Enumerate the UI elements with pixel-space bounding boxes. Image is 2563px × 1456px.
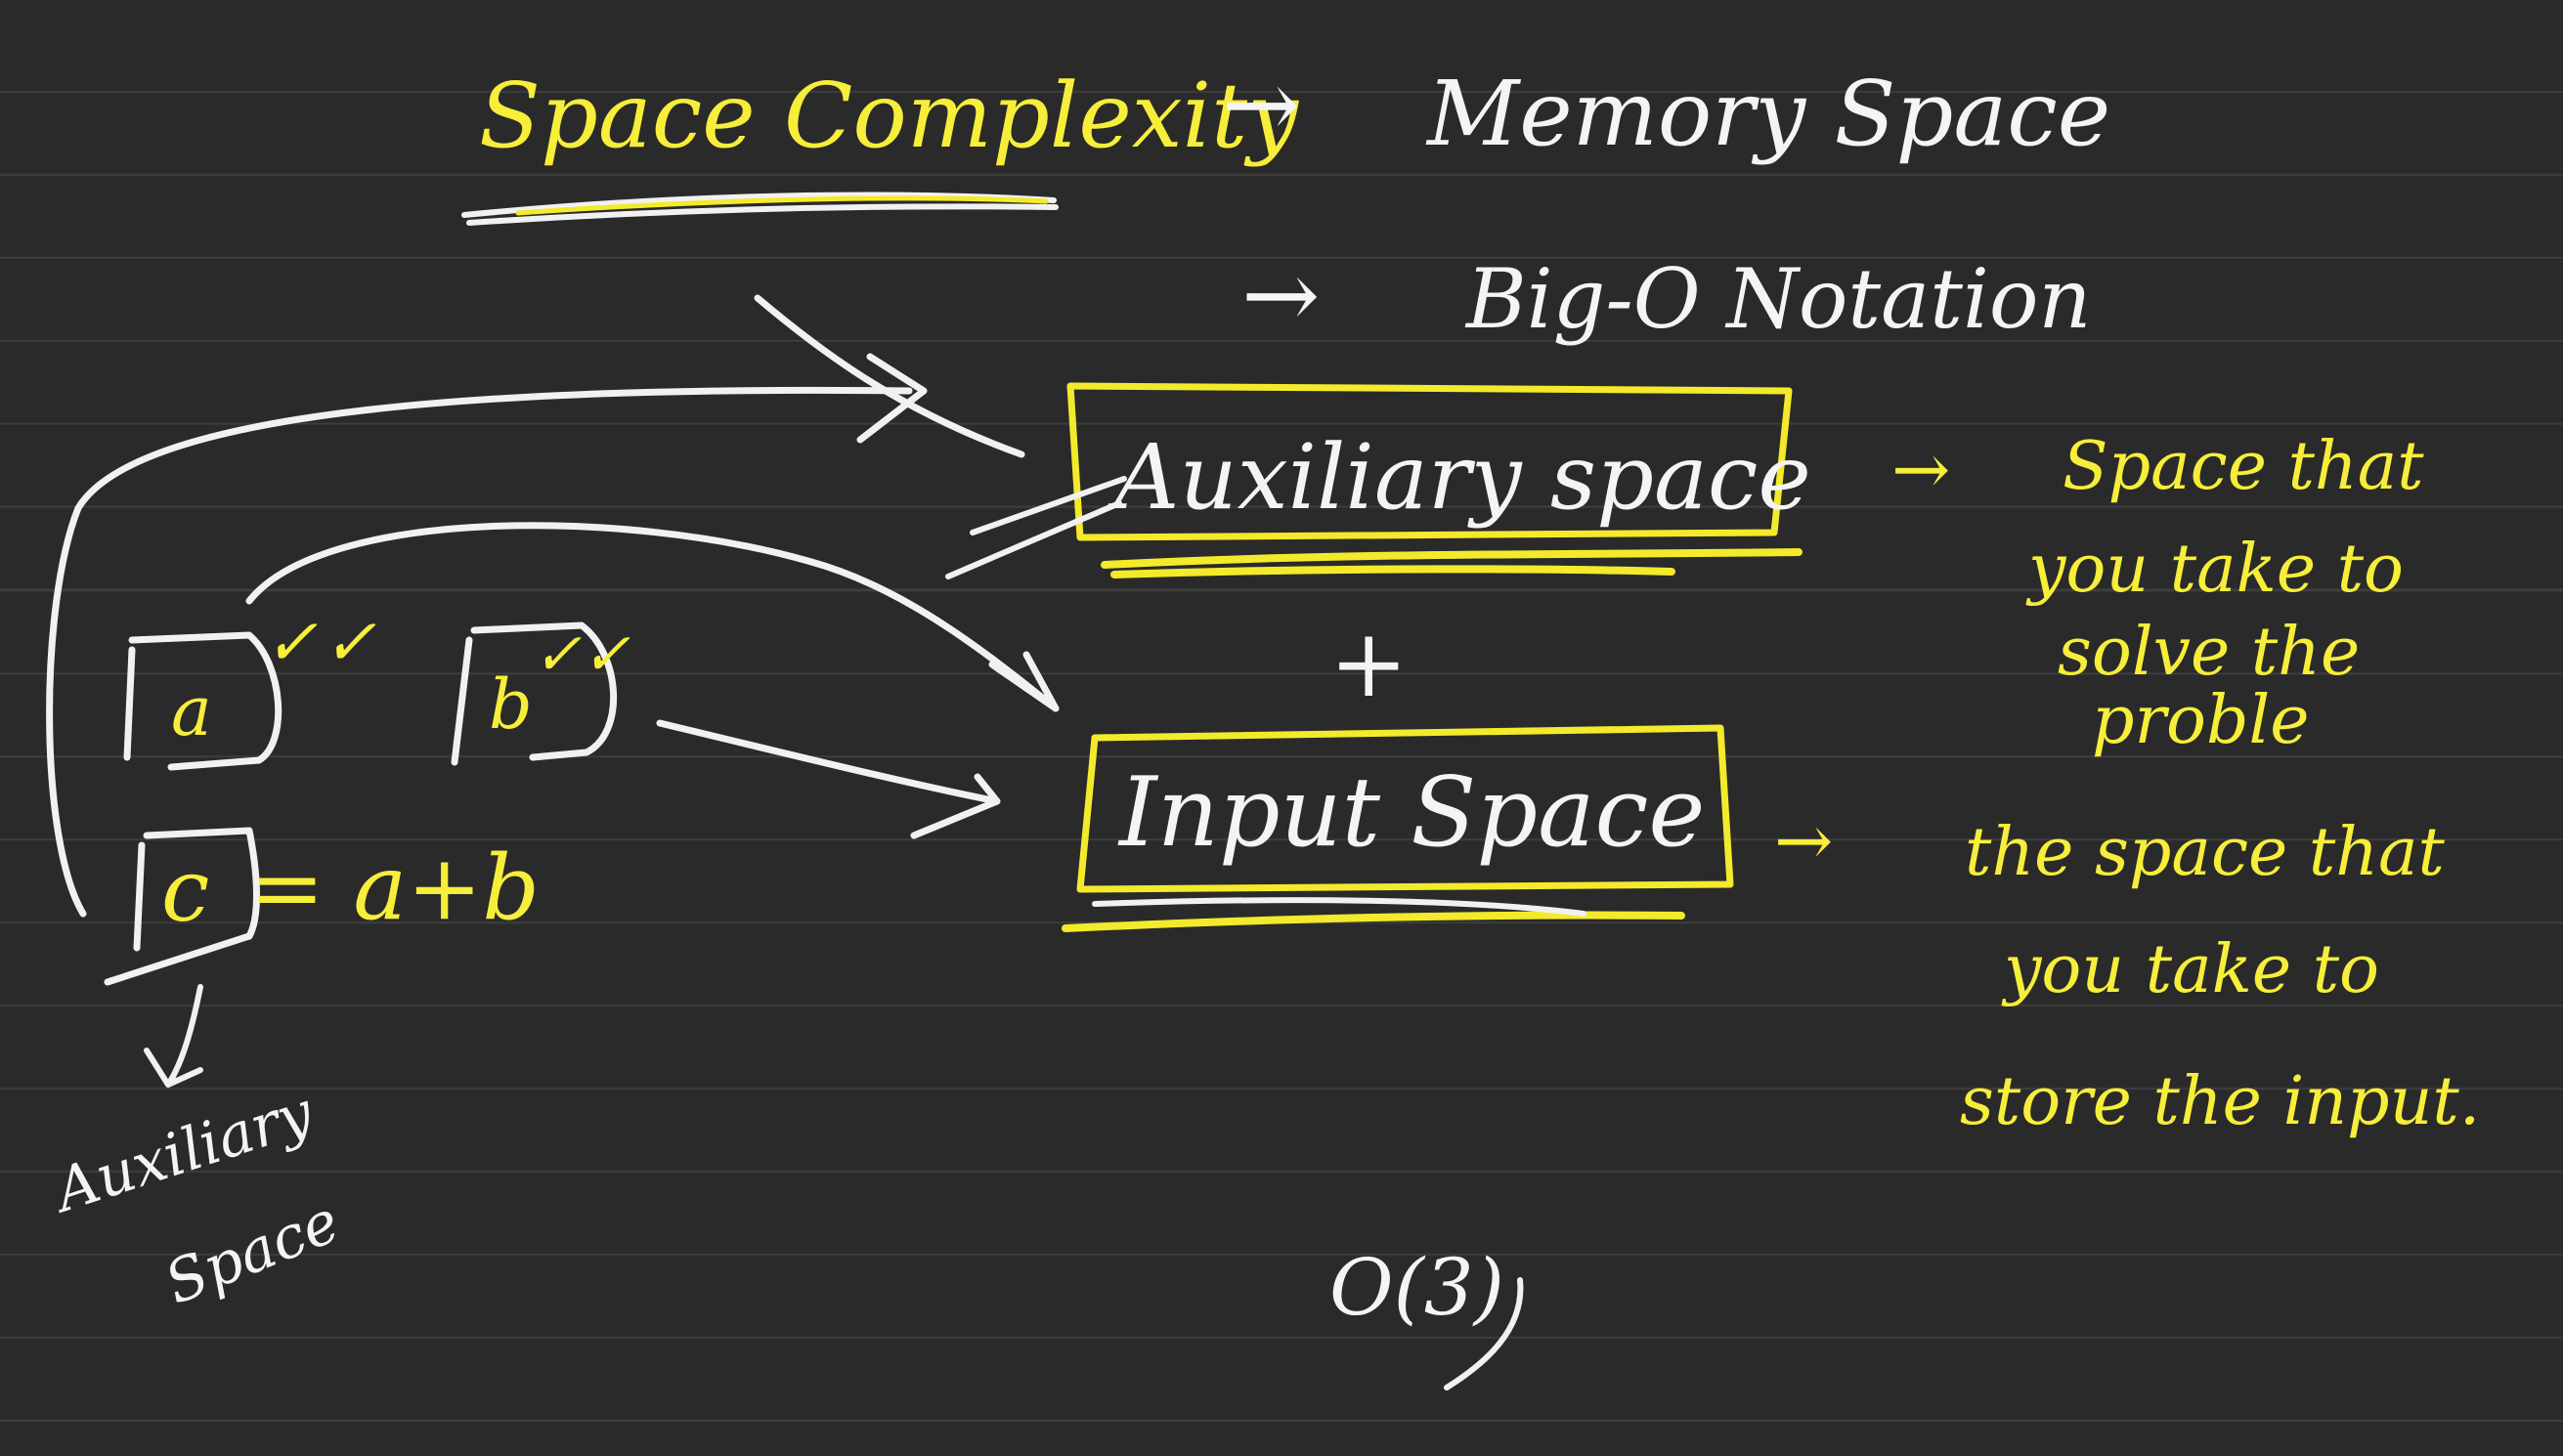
memory-space-label: Memory Space	[1425, 62, 2110, 166]
input-box	[1076, 724, 1734, 893]
arrow-aux-definition: →	[1891, 428, 1950, 510]
auxiliary-strike	[945, 476, 1127, 579]
var-b-check-2: ✓	[582, 621, 630, 689]
curve-c-to-auxiliary	[46, 386, 913, 918]
arrow-input-definition: →	[1774, 799, 1833, 881]
var-b-check-1: ✓	[533, 621, 582, 689]
auxiliary-space-label: Auxiliary space	[1107, 425, 1811, 530]
big-o-notation-label: Big-O Notation	[1464, 251, 2092, 347]
c-aux-label-2: Space	[155, 1187, 348, 1318]
arrow-memory: →	[1222, 50, 1300, 159]
curve-a-to-input	[245, 522, 1060, 712]
arrowhead-auxiliary-1	[754, 294, 1025, 458]
title-space-complexity: Space Complexity	[479, 64, 1299, 168]
title-underline-yellow	[515, 195, 1049, 216]
var-a-check-2: ✓	[323, 605, 376, 680]
input-definition-line-2: you take to	[2001, 931, 2379, 1008]
input-definition-line-3: store the input.	[1960, 1063, 2480, 1140]
input-underline	[1062, 911, 1685, 932]
aux-definition-line-1: Space that	[2063, 428, 2424, 505]
input-underline-white	[1092, 897, 1586, 917]
aux-definition-line-3: solve the	[2058, 614, 2360, 691]
aux-definition-line-2: you take to	[2025, 531, 2404, 608]
var-a-check-1: ✓	[264, 605, 318, 680]
plus-sign: +	[1329, 609, 1408, 718]
auxiliary-box	[1066, 382, 1793, 541]
c-down-arrow	[144, 984, 203, 1088]
auxiliary-underline	[1101, 548, 1803, 578]
input-definition-line-1: the space that	[1965, 814, 2446, 891]
var-b-box	[451, 621, 617, 766]
var-a-box	[123, 631, 282, 771]
arrow-big-o: →	[1241, 240, 1320, 350]
var-c-label: c	[161, 840, 209, 941]
big-o-result: O(3)	[1329, 1242, 1504, 1333]
var-b-label: b	[489, 664, 533, 745]
aux-definition-line-4: proble	[2092, 682, 2310, 759]
input-space-label: Input Space	[1117, 757, 1705, 869]
var-c-box	[104, 827, 260, 986]
arrow-b-to-input	[656, 719, 1001, 839]
big-o-flourish	[1444, 1277, 1524, 1391]
c-assignment: = a+b	[249, 835, 540, 940]
var-a-label: a	[171, 671, 212, 751]
